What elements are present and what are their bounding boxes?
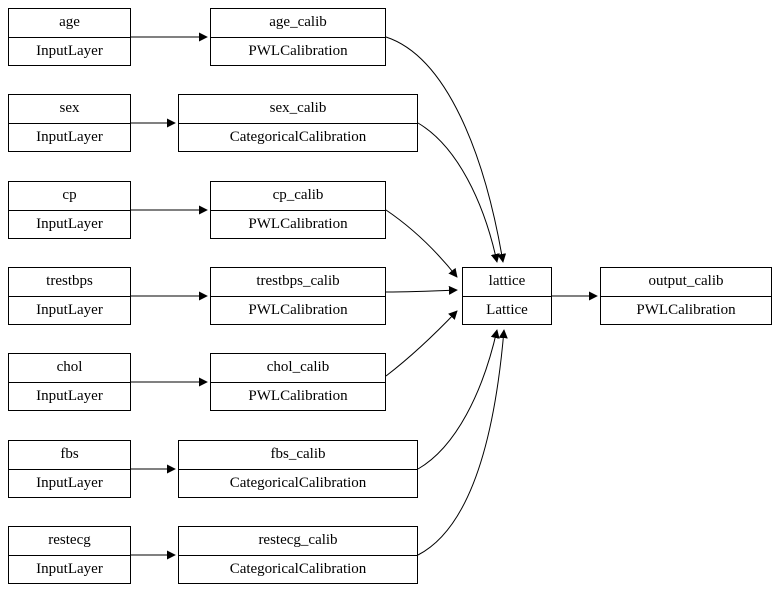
node-restecg_calib-type: CategoricalCalibration <box>229 560 367 577</box>
node-age_calib: age_calib PWLCalibration <box>210 8 386 66</box>
node-chol-title: chol <box>9 354 130 383</box>
node-trestbps-type: InputLayer <box>36 301 103 318</box>
node-age-title: age <box>9 9 130 38</box>
node-restecg: restecg InputLayer <box>8 526 131 584</box>
node-restecg-type: InputLayer <box>36 560 103 577</box>
node-restecg-title: restecg <box>9 527 130 556</box>
node-chol: chol InputLayer <box>8 353 131 411</box>
node-fbs_calib-type: CategoricalCalibration <box>229 474 367 491</box>
node-fbs_calib-title: fbs_calib <box>179 441 417 470</box>
edge-cp_calib-lattice <box>385 209 458 278</box>
node-restecg_calib: restecg_calib CategoricalCalibration <box>178 526 418 584</box>
node-lattice: lattice Lattice <box>462 267 552 325</box>
node-lattice-title: lattice <box>463 268 551 297</box>
node-lattice-type: Lattice <box>486 301 528 318</box>
node-sex: sex InputLayer <box>8 94 131 152</box>
edge-chol_calib-lattice <box>385 310 458 377</box>
edge-restecg_calib-lattice <box>417 329 508 556</box>
node-chol-type: InputLayer <box>36 387 103 404</box>
node-fbs: fbs InputLayer <box>8 440 131 498</box>
node-sex_calib: sex_calib CategoricalCalibration <box>178 94 418 152</box>
node-cp: cp InputLayer <box>8 181 131 239</box>
node-cp_calib-type: PWLCalibration <box>248 215 348 232</box>
node-cp-title: cp <box>9 182 130 211</box>
node-trestbps_calib: trestbps_calib PWLCalibration <box>210 267 386 325</box>
node-sex-type: InputLayer <box>36 128 103 145</box>
node-chol_calib-type: PWLCalibration <box>248 387 348 404</box>
node-cp_calib: cp_calib PWLCalibration <box>210 181 386 239</box>
node-chol_calib: chol_calib PWLCalibration <box>210 353 386 411</box>
node-age_calib-title: age_calib <box>211 9 385 38</box>
node-sex_calib-type: CategoricalCalibration <box>229 128 367 145</box>
node-output_calib-type: PWLCalibration <box>636 301 736 318</box>
node-sex-title: sex <box>9 95 130 124</box>
node-trestbps_calib-title: trestbps_calib <box>211 268 385 297</box>
node-fbs-title: fbs <box>9 441 130 470</box>
edge-trestbps_calib-lattice <box>385 285 458 295</box>
node-chol_calib-title: chol_calib <box>211 354 385 383</box>
node-age-type: InputLayer <box>36 42 103 59</box>
node-restecg_calib-title: restecg_calib <box>179 527 417 556</box>
node-trestbps_calib-type: PWLCalibration <box>248 301 348 318</box>
edge-fbs_calib-lattice <box>417 329 500 470</box>
node-output_calib: output_calib PWLCalibration <box>600 267 772 325</box>
node-cp-type: InputLayer <box>36 215 103 232</box>
node-age: age InputLayer <box>8 8 131 66</box>
node-trestbps-title: trestbps <box>9 268 130 297</box>
edge-sex_calib-lattice <box>417 122 500 263</box>
node-fbs_calib: fbs_calib CategoricalCalibration <box>178 440 418 498</box>
node-cp_calib-title: cp_calib <box>211 182 385 211</box>
node-fbs-type: InputLayer <box>36 474 103 491</box>
node-trestbps: trestbps InputLayer <box>8 267 131 325</box>
node-output_calib-title: output_calib <box>601 268 771 297</box>
node-sex_calib-title: sex_calib <box>179 95 417 124</box>
node-age_calib-type: PWLCalibration <box>248 42 348 59</box>
